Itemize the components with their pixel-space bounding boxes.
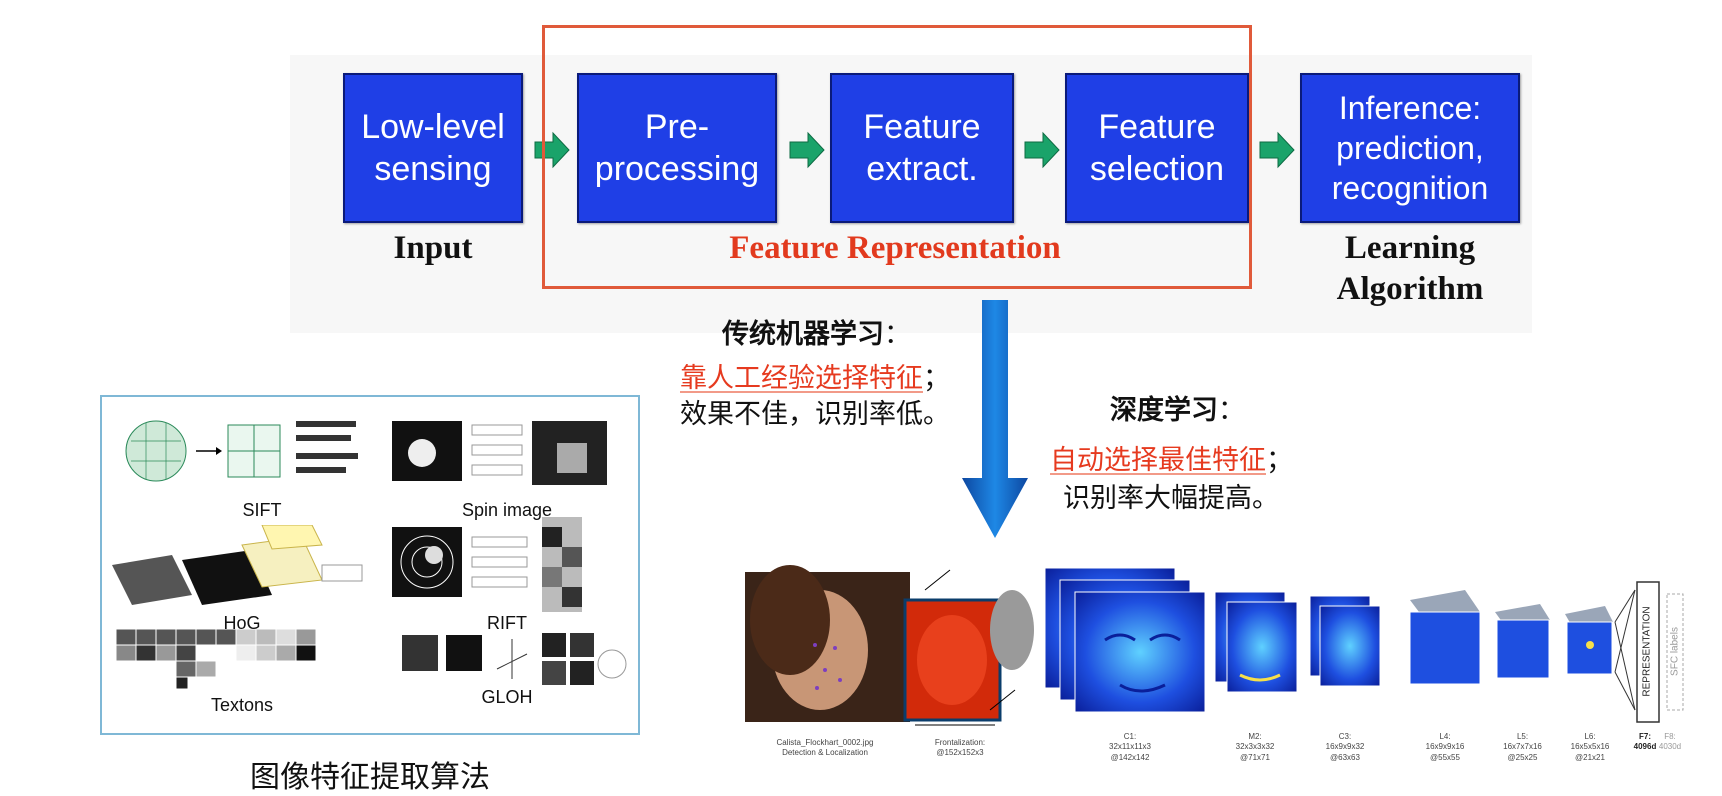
cnn-layer-f8: F8:4030d [1653, 732, 1687, 753]
traditional-ml-line2: 效果不佳，识别率低。 [680, 399, 950, 430]
cnn-layer-name: M2: [1248, 732, 1262, 741]
algo-label-spin-image: Spin image [461, 500, 553, 520]
cnn-layer-dims: 32x11x11x3 @142x142 [1109, 742, 1151, 762]
caption-feature-representation: Feature Representation [729, 230, 1061, 266]
feature-algorithms-panel: SIFT Spin image HoG RIFT [100, 395, 640, 735]
traditional-ml-highlight-tail: ； [923, 363, 950, 394]
cnn-layer-name: L4: [1439, 732, 1451, 741]
traditional-ml-highlight-line: 靠人工经验选择特征； [680, 356, 950, 395]
cnn-face-pipeline: REPRESENTATION SFC labels Calista_Flockh… [745, 560, 1685, 770]
caption-learning-algorithm: Learning Algorithm [1336, 230, 1484, 308]
algo-label-textons: Textons [210, 695, 274, 715]
cnn-layer-m2: M2:32x3x3x32 @71x71 [1215, 732, 1295, 763]
cnn-layer-dims: 16x5x5x16 @21x21 [1570, 742, 1610, 762]
down-arrow-icon [962, 300, 1028, 538]
cnn-layer-name: L6: [1584, 732, 1596, 741]
algo-label-sift: SIFT [242, 500, 282, 520]
cnn-representation-label: REPRESENTATION [1641, 606, 1653, 697]
cnn-layer-dims: 16x9x9x32 @63x63 [1325, 742, 1365, 762]
stage-feature-extract: Feature extract. [830, 73, 1014, 223]
cnn-layer-l6: L6:16x5x5x16 @21x21 [1560, 732, 1620, 763]
rift-illustration [392, 517, 582, 612]
deep-learning-line2: 识别率大幅提高。 [1063, 483, 1279, 514]
algo-label-hog: HoG [223, 613, 261, 633]
cnn-sfc-labels: SFC labels [1669, 627, 1681, 676]
deep-learning-title-line: 深度学习： [1110, 388, 1245, 427]
cnn-layer-dims: 16x9x9x16 @55x55 [1425, 742, 1465, 762]
traditional-ml-title-line: 传统机器学习： [722, 312, 911, 351]
traditional-ml-title: 传统机器学习 [722, 319, 884, 350]
flow-arrow-icon [1024, 131, 1060, 169]
stage-inference: Inference: prediction, recognition [1300, 73, 1520, 223]
cnn-layer-name: F8: [1664, 732, 1676, 741]
stage-pre-processing: Pre- processing [577, 73, 777, 223]
stage-low-level-sensing: Low-level sensing [343, 73, 523, 223]
cnn-illustration [745, 565, 1684, 726]
flow-arrow-icon [1259, 131, 1295, 169]
cnn-layer-c1: C1:32x11x11x3 @142x142 [1085, 732, 1175, 763]
caption-input: Input [393, 230, 473, 266]
deep-learning-highlight-tail: ； [1266, 445, 1293, 476]
cnn-layer-name: C3: [1338, 732, 1352, 741]
deep-learning-colon: ： [1218, 395, 1245, 426]
textons-illustration [116, 629, 317, 690]
cnn-layer-dims: 4096d [1633, 742, 1657, 752]
flow-arrow-icon [534, 131, 570, 169]
stage-feature-selection: Feature selection [1065, 73, 1249, 223]
cnn-input-caption: Calista_Flockhart_0002.jpg Detection & L… [776, 738, 874, 758]
cnn-layer-c3: C3:16x9x9x32 @63x63 [1310, 732, 1380, 763]
sift-illustration [125, 420, 358, 482]
deep-learning-highlight-line: 自动选择最佳特征； [1050, 438, 1293, 477]
cnn-layer-dims: 16x7x7x16 @25x25 [1503, 742, 1542, 762]
traditional-ml-highlight: 靠人工经验选择特征 [680, 363, 923, 394]
feature-algorithms-caption: 图像特征提取算法 [250, 760, 490, 795]
cnn-layer-name: F7: [1639, 732, 1651, 741]
cnn-layer-dims: 32x3x3x32 @71x71 [1235, 742, 1275, 762]
deep-learning-highlight: 自动选择最佳特征 [1050, 445, 1266, 476]
flow-arrow-icon [789, 131, 825, 169]
cnn-layer-name: L5: [1516, 732, 1529, 741]
algo-label-gloh: GLOH [481, 687, 533, 707]
cnn-layer-f7: F7:4096d [1625, 732, 1665, 753]
cnn-layer-dims: 4030d [1658, 742, 1682, 752]
cnn-layer-name: C1: [1123, 732, 1137, 741]
hog-illustration [112, 525, 363, 605]
deep-learning-title: 深度学习 [1110, 395, 1218, 426]
cnn-layer-l5: L5:16x7x7x16 @25x25 [1490, 732, 1555, 763]
cnn-layer-l4: L4:16x9x9x16 @55x55 [1410, 732, 1480, 763]
algo-label-rift: RIFT [487, 613, 527, 633]
feature-representation-frame [542, 25, 1252, 289]
cnn-frontalization-caption: Frontalization: @152x152x3 [934, 738, 986, 758]
spin-image-illustration [392, 421, 607, 485]
gloh-illustration [402, 633, 627, 685]
traditional-ml-colon: ： [884, 319, 911, 350]
